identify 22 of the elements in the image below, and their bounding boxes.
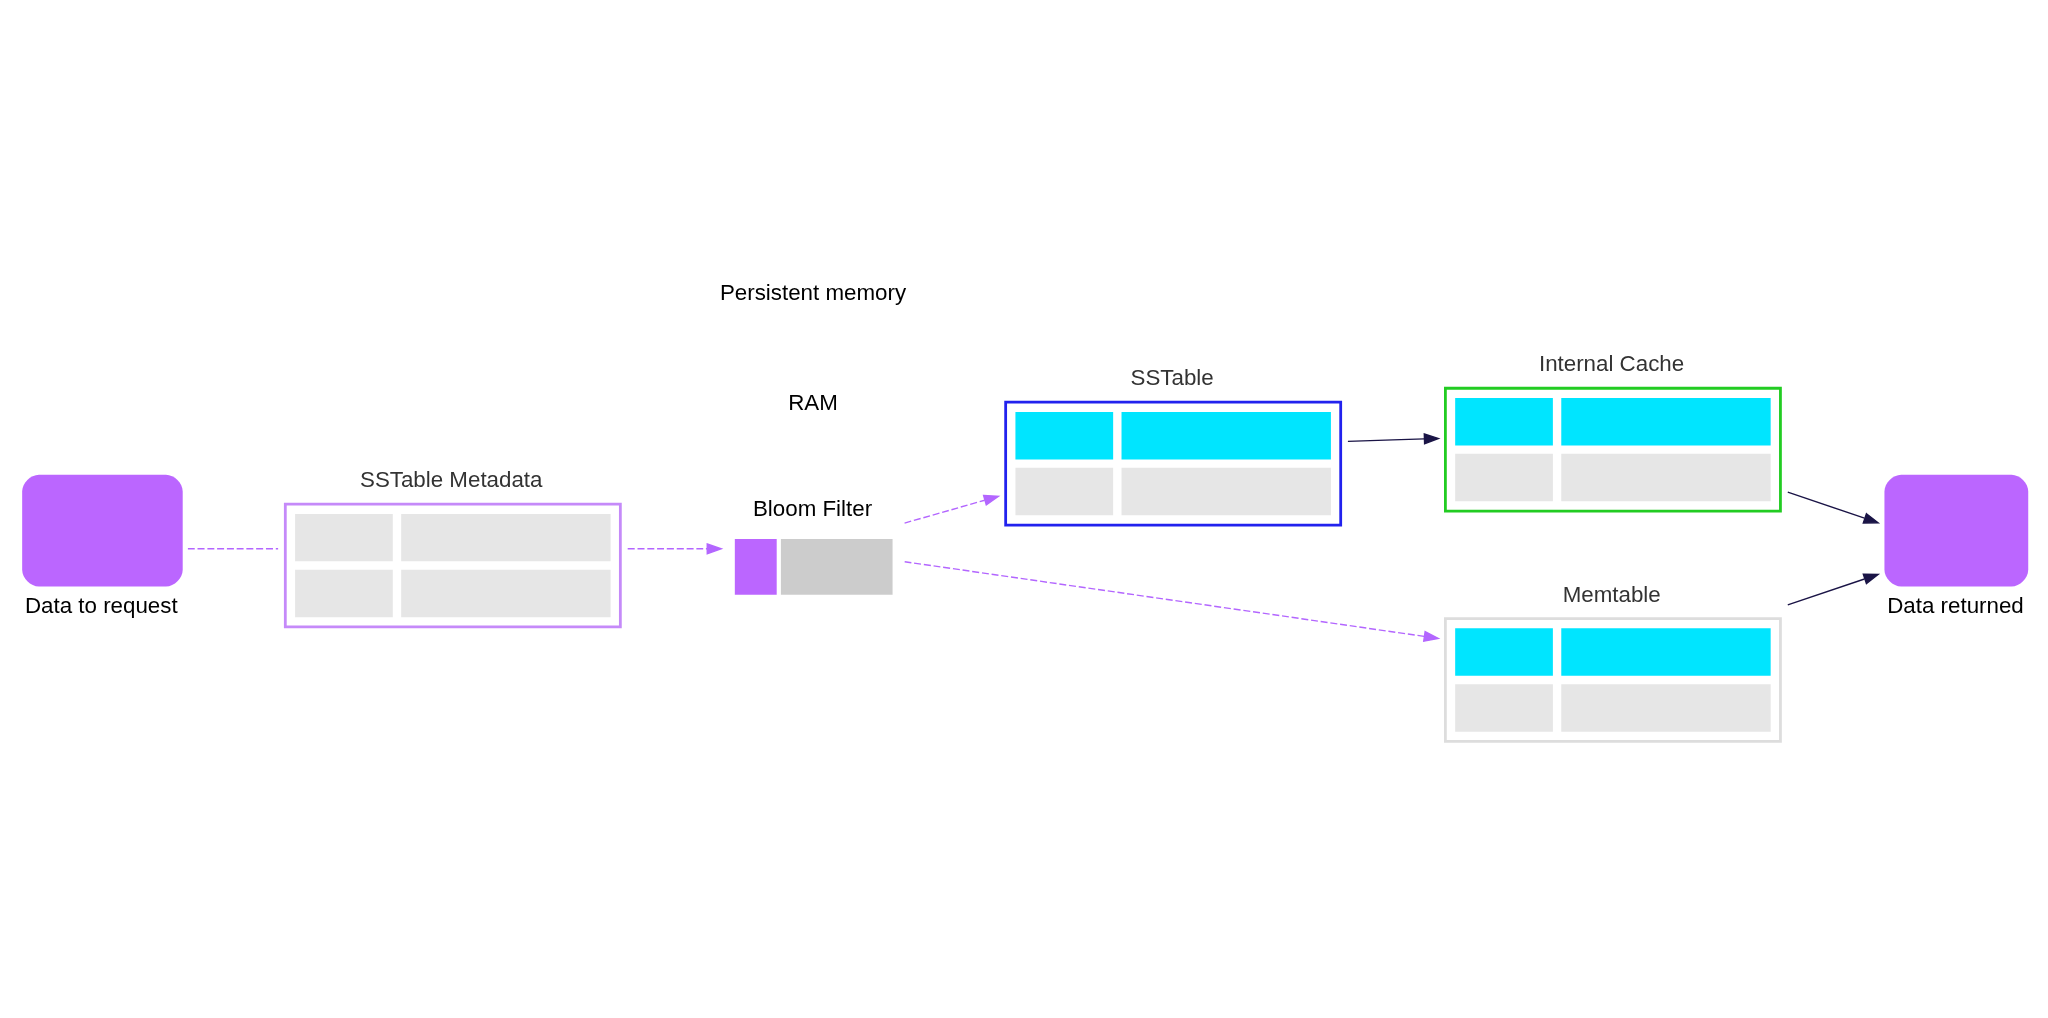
node-box [1883,474,2028,587]
node-label: Data to request [24,592,178,618]
node-label: SSTable Metadata [359,467,542,493]
node-label: Data returned [1886,592,2024,618]
node-label: Memtable [1562,581,1661,607]
node-label: Bloom Filter [752,496,872,522]
arrow [1786,573,1880,606]
arrow [626,542,723,555]
arrow [903,494,1000,524]
arrow [903,561,1440,643]
node-box [21,474,183,587]
node-box [283,502,622,629]
node-box [1443,386,1782,513]
label: Persistent memory [719,280,906,306]
node-box [1443,617,1782,743]
connector [186,548,279,550]
node-label: SSTable [1130,365,1214,391]
node-label: Internal Cache [1538,351,1684,377]
node-box [1003,400,1342,527]
label: RAM [787,390,838,416]
arrow [1786,491,1880,524]
arrow [1346,433,1440,445]
